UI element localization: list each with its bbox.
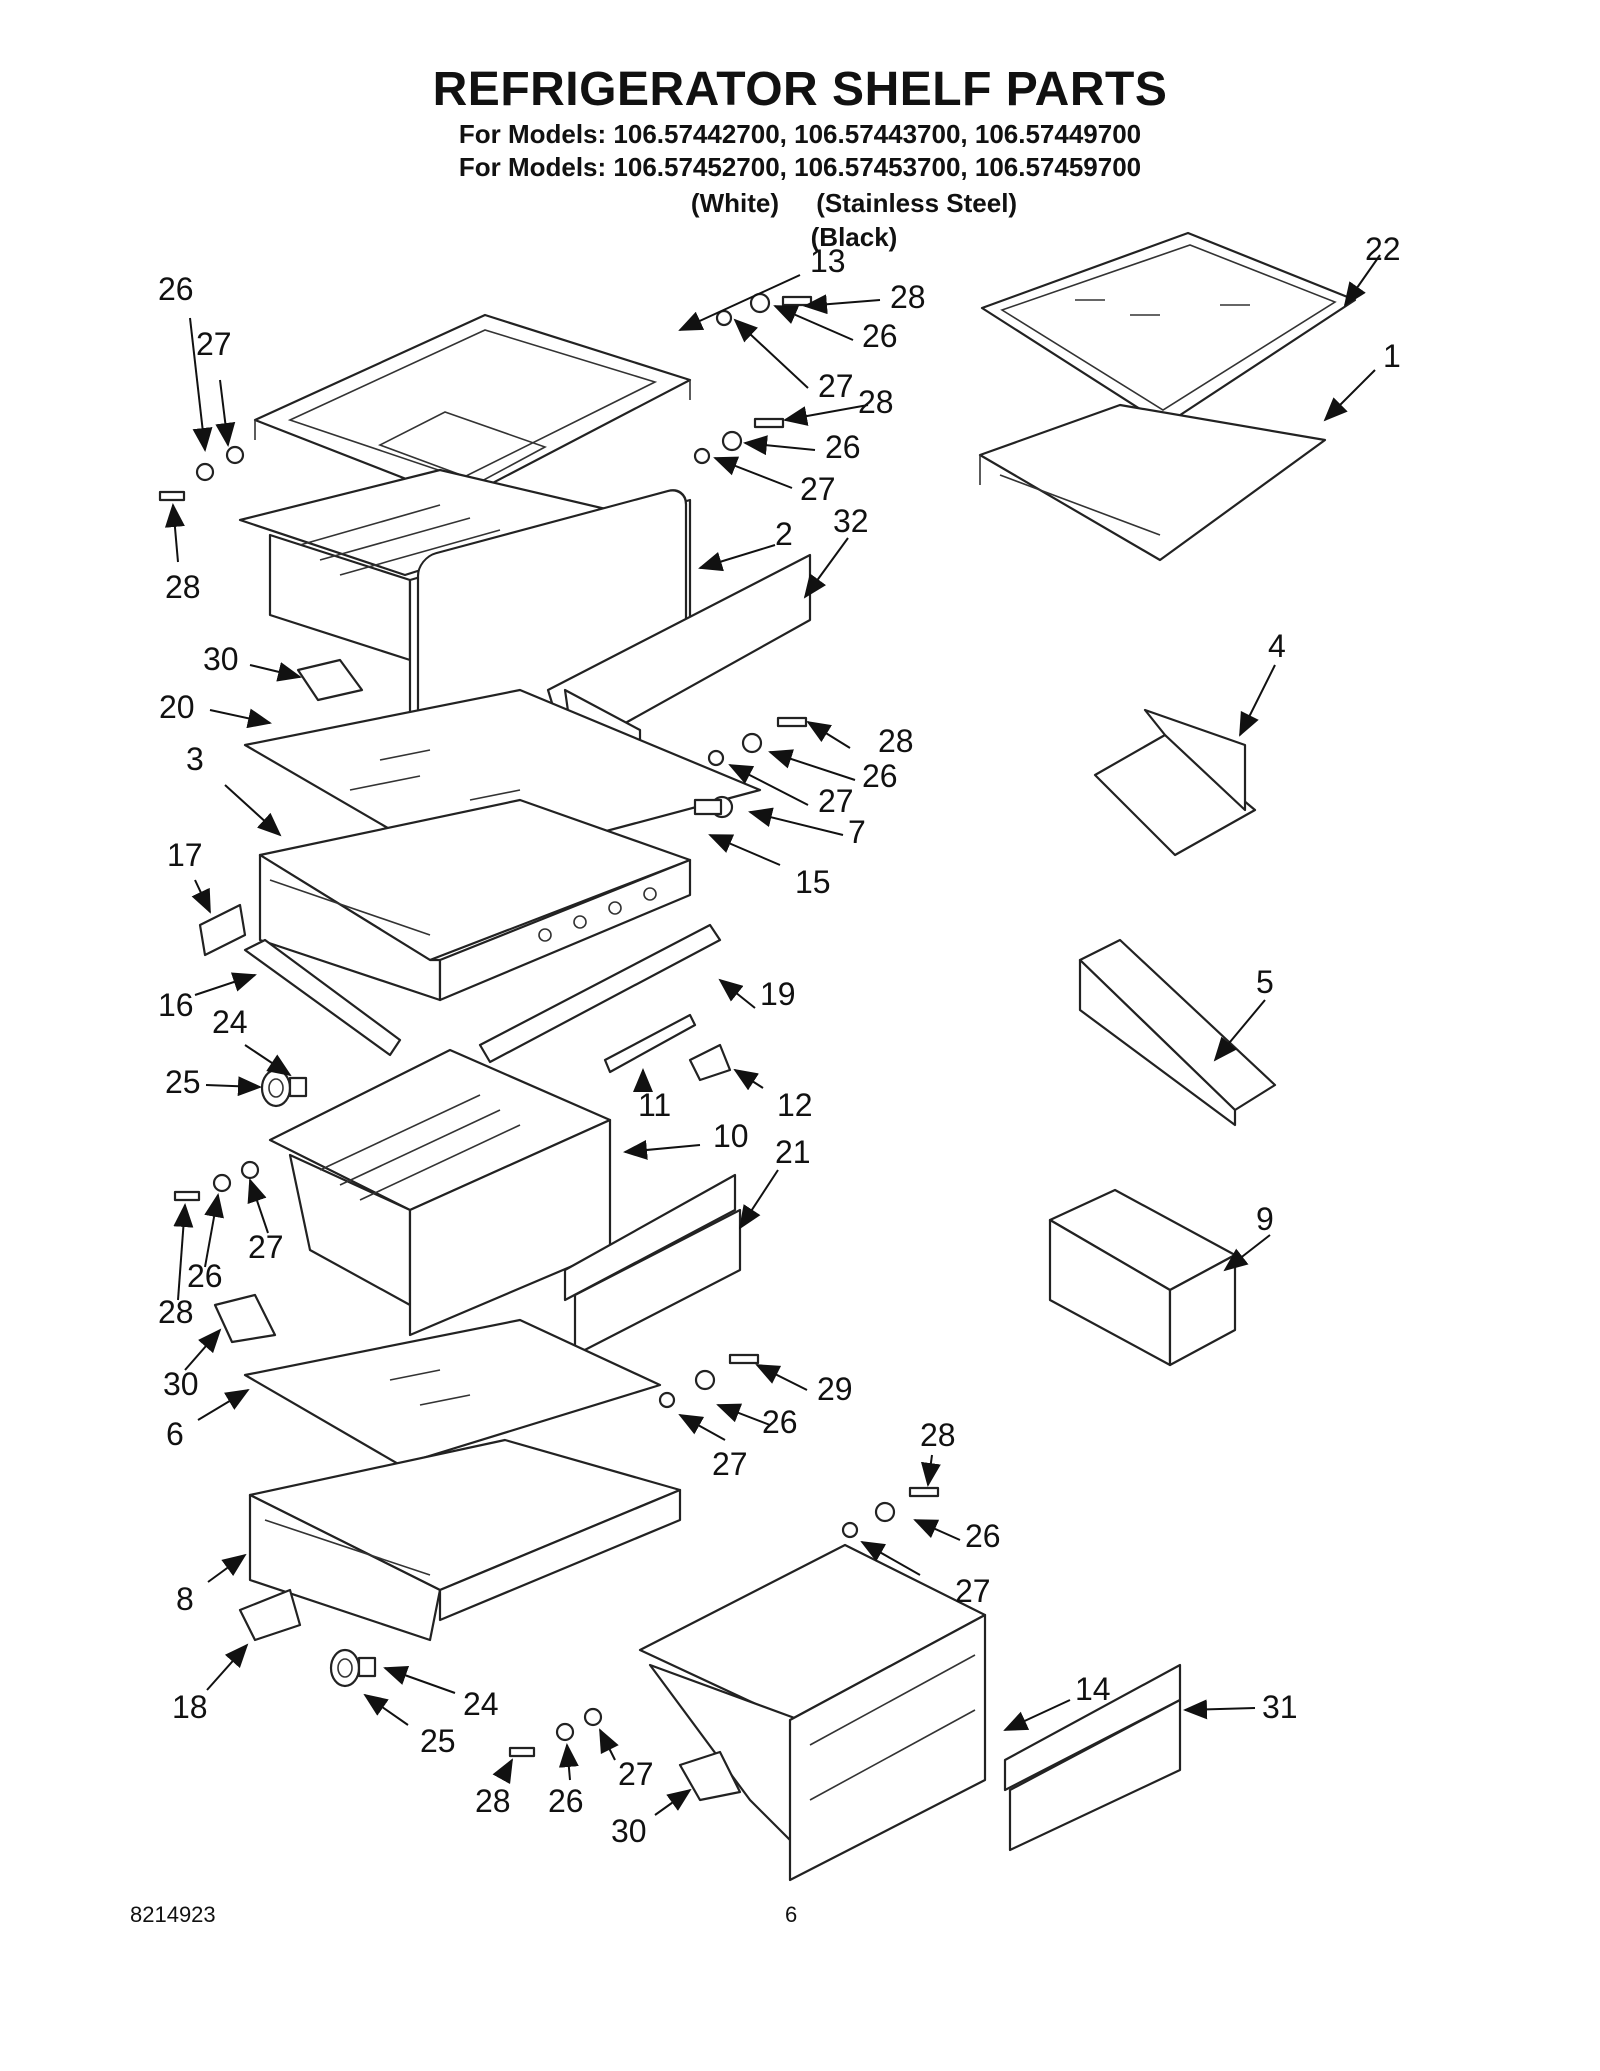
callout-2: 2 [775, 516, 793, 552]
callout-26f: 26 [762, 1404, 798, 1440]
callout-26g: 26 [965, 1518, 1001, 1554]
part-25-wheel-upper [260, 1068, 308, 1108]
part-30-latch-upper [296, 658, 364, 702]
part-18-clip [238, 1588, 302, 1642]
callout-27d: 27 [818, 783, 854, 819]
part-4-holder [1093, 708, 1257, 857]
part-30-latch-middle [213, 1293, 277, 1344]
callout-26c: 26 [158, 271, 194, 307]
callout-27e: 27 [248, 1229, 284, 1265]
callout-28e: 28 [158, 1294, 194, 1330]
part-5-tray [1078, 938, 1277, 1127]
callout-26d: 26 [862, 758, 898, 794]
part-19-rail [478, 923, 722, 1064]
callout-22: 22 [1365, 231, 1401, 267]
part-2-upper-drawer [238, 468, 692, 745]
callout-10: 10 [713, 1118, 749, 1154]
callout-30a: 30 [203, 641, 239, 677]
part-13-cover-frame [253, 313, 692, 502]
callout-6: 6 [166, 1416, 184, 1452]
callout-28a: 28 [890, 279, 926, 315]
callout-26a: 26 [862, 318, 898, 354]
callout-21: 21 [775, 1134, 811, 1170]
part-17-clip [198, 903, 247, 957]
part-14-bottom-drawer [638, 1543, 987, 1882]
callout-27f: 27 [712, 1446, 748, 1482]
color-stainless: (Stainless Steel) [816, 188, 1018, 218]
callout-25a: 25 [165, 1064, 201, 1100]
callout-13: 13 [810, 243, 846, 279]
part-12-clip [688, 1043, 732, 1082]
callout-26b: 26 [825, 429, 861, 465]
callout-19: 19 [760, 976, 796, 1012]
leader-lines [164, 254, 1381, 1816]
callout-16: 16 [158, 987, 194, 1023]
color-variants: (White) (Stainless Steel) (Black) [654, 186, 1084, 254]
callout-27h: 27 [618, 1756, 654, 1792]
callout-1: 1 [1383, 338, 1401, 374]
callout-25b: 25 [420, 1723, 456, 1759]
color-white: (White) [690, 188, 779, 218]
callout-14: 14 [1075, 1671, 1111, 1707]
callout-27b: 27 [800, 471, 836, 507]
part-3-cover-frame [258, 798, 692, 1002]
part-6-glass-panel [243, 1318, 662, 1467]
callout-5: 5 [1256, 964, 1274, 1000]
callout-30c: 30 [611, 1813, 647, 1849]
document-number: 8214923 [130, 1902, 216, 1927]
callout-28g: 28 [475, 1783, 511, 1819]
part-25-wheel-lower [329, 1648, 377, 1688]
part-16-rail [243, 938, 402, 1057]
callout-3: 3 [186, 741, 204, 777]
fastener-hardware [158, 292, 940, 1758]
callout-4: 4 [1268, 628, 1286, 664]
part-21-drawer-front [563, 1173, 742, 1357]
callout-28d: 28 [878, 723, 914, 759]
callout-26e: 26 [187, 1258, 223, 1294]
callout-27c: 27 [196, 326, 232, 362]
callout-8: 8 [176, 1581, 194, 1617]
callout-31: 31 [1262, 1689, 1298, 1725]
part-8-cover-frame [248, 1438, 682, 1642]
callout-11: 11 [638, 1087, 671, 1123]
callout-28f: 28 [920, 1417, 956, 1453]
part-9-bin [1048, 1188, 1237, 1367]
callout-30b: 30 [163, 1366, 199, 1402]
header: REFRIGERATOR SHELF PARTS For Models: 106… [0, 62, 1600, 252]
part-30-latch-lower [678, 1750, 742, 1802]
model-line-1: For Models: 106.57442700, 106.57443700, … [458, 119, 1142, 149]
callout-28b: 28 [858, 384, 894, 420]
callout-7: 7 [848, 814, 866, 850]
callout-27g: 27 [955, 1573, 991, 1609]
callout-20: 20 [159, 689, 195, 725]
callout-26h: 26 [548, 1783, 584, 1819]
part-31-drawer-front [1003, 1663, 1182, 1852]
part-1-shelf-frame [978, 403, 1327, 562]
callout-labels: 13 28 26 27 28 26 27 26 27 28 2 32 30 20… [158, 231, 1401, 1849]
part-10-lower-drawer [268, 1048, 612, 1337]
callout-32: 32 [833, 503, 869, 539]
callout-17: 17 [167, 837, 203, 873]
callout-24b: 24 [463, 1686, 499, 1722]
callout-12: 12 [777, 1087, 813, 1123]
callout-28c: 28 [165, 569, 201, 605]
callout-15: 15 [795, 864, 831, 900]
page-number: 6 [785, 1902, 798, 1927]
color-black: (Black) [810, 222, 898, 252]
callout-27a: 27 [818, 368, 854, 404]
page-title: REFRIGERATOR SHELF PARTS [432, 63, 1168, 116]
part-11-bracket [603, 1013, 697, 1074]
part-22-glass-shelf [980, 231, 1357, 427]
callout-18: 18 [172, 1689, 208, 1725]
callout-24a: 24 [212, 1004, 248, 1040]
model-line-2: For Models: 106.57452700, 106.57453700, … [458, 152, 1142, 182]
callout-9: 9 [1256, 1201, 1274, 1237]
callout-29: 29 [817, 1371, 853, 1407]
